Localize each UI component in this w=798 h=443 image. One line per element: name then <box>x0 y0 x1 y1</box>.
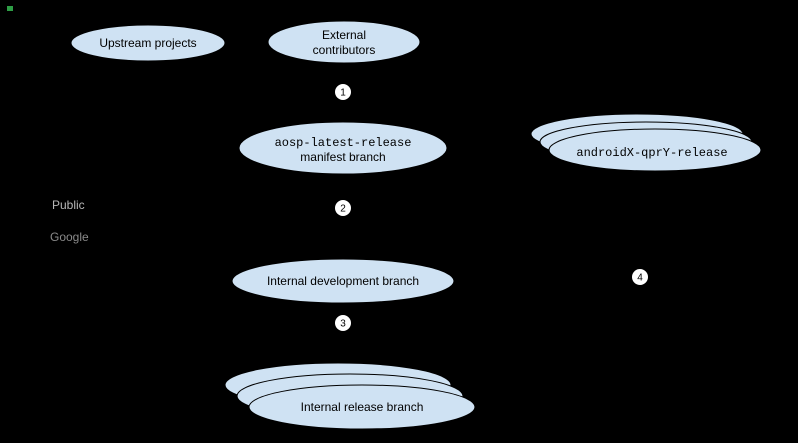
step-badge-3-number: 3 <box>340 319 346 330</box>
edges <box>40 61 760 395</box>
node-external-contributors: External contributors <box>267 20 421 64</box>
aosp-manifest-label-line1: aosp-latest-release <box>275 136 412 150</box>
google-zone-label: Google <box>50 230 89 244</box>
corner-green-marker <box>7 6 13 11</box>
step-badge-1-number: 1 <box>340 88 346 99</box>
qpr-release-ellipse-front <box>548 128 762 172</box>
external-contributors-label-line1: External <box>322 28 366 42</box>
node-androidx-qpr-release-stack: androidX-qprY-release <box>530 113 762 172</box>
internal-dev-label: Internal development branch <box>267 274 419 288</box>
upstream-projects-label: Upstream projects <box>99 36 196 50</box>
step-badge-1: 1 <box>335 84 351 100</box>
internal-release-ellipse-front <box>248 384 476 430</box>
step-badge-1-circle <box>335 84 351 100</box>
node-internal-release-branch-stack: Internal release branch <box>224 362 476 430</box>
aosp-manifest-ellipse <box>238 121 448 175</box>
edge-upstream-to-aosp <box>149 61 296 127</box>
upstream-projects-ellipse <box>70 24 226 62</box>
step-badge-4-number: 4 <box>637 273 643 284</box>
step-badge-2-circle <box>335 200 351 216</box>
step-badge-2-number: 2 <box>340 204 346 215</box>
node-internal-development-branch: Internal development branch <box>231 258 455 304</box>
internal-release-label: Internal release branch <box>301 400 424 414</box>
aosp-manifest-label-line2: manifest branch <box>300 150 385 164</box>
external-contributors-ellipse <box>267 20 421 64</box>
external-contributors-label-line2: contributors <box>313 43 376 57</box>
node-aosp-manifest-branch: aosp-latest-release manifest branch <box>238 121 448 175</box>
step-badge-2: 2 <box>335 200 351 216</box>
internal-dev-ellipse <box>231 258 455 304</box>
node-upstream-projects: Upstream projects <box>70 24 226 62</box>
public-zone-label: Public <box>52 198 85 212</box>
step-badge-3-circle <box>335 315 351 331</box>
step-badge-3: 3 <box>335 315 351 331</box>
step-badge-4: 4 <box>632 269 648 285</box>
edge-internal-release-to-qpr <box>471 172 652 395</box>
step-badge-4-circle <box>632 269 648 285</box>
qpr-release-label: androidX-qprY-release <box>576 146 727 160</box>
